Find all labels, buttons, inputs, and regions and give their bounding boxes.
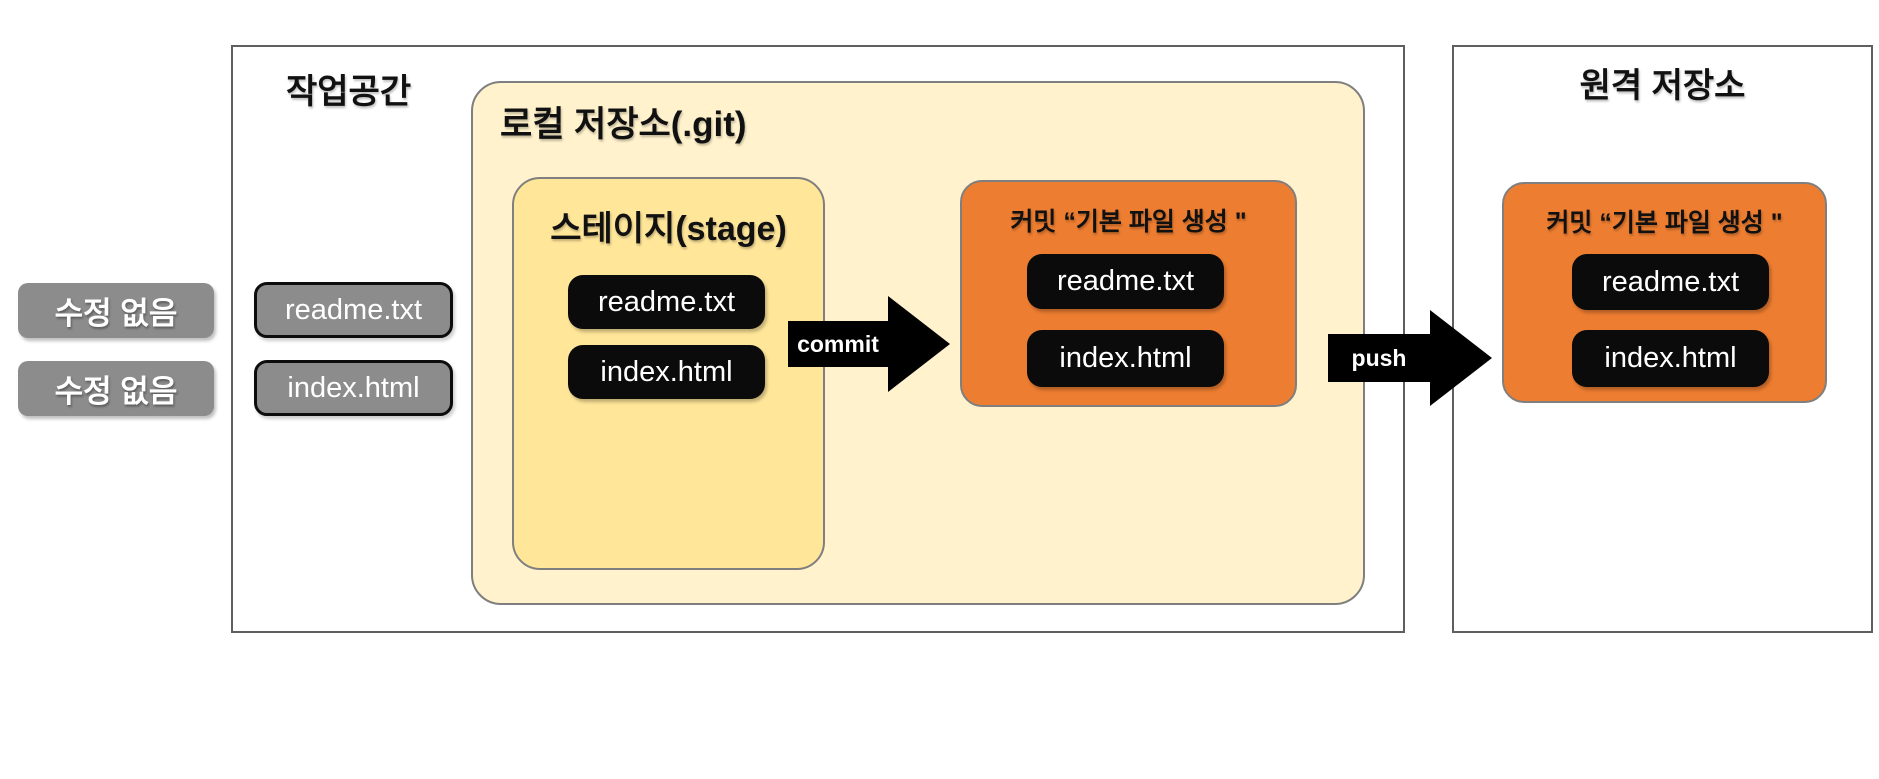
push-arrow: push bbox=[1328, 334, 1430, 382]
stage-file-index: index.html bbox=[568, 345, 765, 399]
status-badge-no-change-1: 수정 없음 bbox=[18, 283, 214, 338]
remote-commit-file-readme: readme.txt bbox=[1572, 254, 1769, 310]
stage-title: 스테이지(stage) bbox=[550, 210, 787, 248]
workspace-file-index: index.html bbox=[254, 360, 453, 416]
workspace-file-readme: readme.txt bbox=[254, 282, 453, 338]
stage-file-readme: readme.txt bbox=[568, 275, 765, 329]
commit-arrow-head-icon bbox=[888, 296, 950, 392]
push-arrow-head-icon bbox=[1430, 310, 1492, 406]
workspace-title: 작업공간 bbox=[286, 73, 412, 111]
local-commit-file-readme: readme.txt bbox=[1027, 254, 1224, 309]
local-commit-title: 커밋 “기본 파일 생성 " bbox=[1010, 208, 1247, 236]
remote-commit-title: 커밋 “기본 파일 생성 " bbox=[1546, 209, 1783, 237]
remote-repo-title: 원격 저장소 bbox=[1579, 67, 1746, 105]
commit-arrow: commit bbox=[788, 321, 888, 367]
remote-commit-file-index: index.html bbox=[1572, 330, 1769, 387]
local-repo-title: 로컬 저장소(.git) bbox=[500, 105, 747, 144]
status-badge-no-change-2: 수정 없음 bbox=[18, 361, 214, 416]
local-commit-file-index: index.html bbox=[1027, 330, 1224, 387]
